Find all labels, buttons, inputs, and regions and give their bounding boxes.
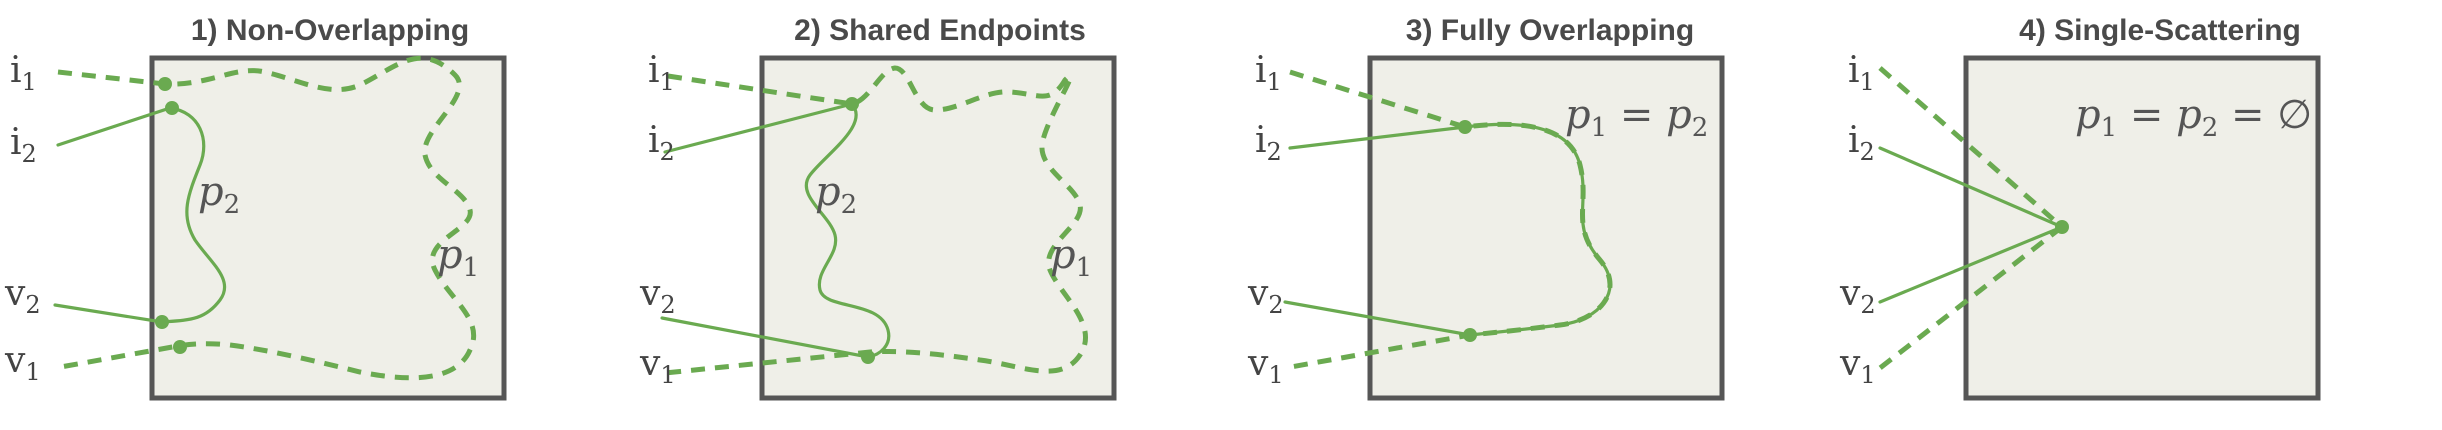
equation-p1-equals-p2-empty: p1 = p2 = ∅ [2075,92,2312,143]
panel-single-scattering: 4) Single-Scattering i1 i2 v2 v1 p1 = p2… [1839,14,2321,401]
equation-p1-equals-p2: p1 = p2 [1565,92,1708,143]
label-i2: i2 [648,120,675,166]
path-p2 [660,102,891,359]
label-v1: v1 [1839,343,1876,389]
label-i2: i2 [1255,120,1282,166]
vertex-v-shared [1463,328,1477,342]
path-p2 [1283,122,1612,337]
panel-non-overlapping: 1) Non-Overlapping i1 i2 v2 v1 p2 p1 [4,14,507,401]
vertex-i1 [158,77,172,91]
panel-title: 4) Single-Scattering [2019,14,2301,47]
label-i2: i2 [1848,120,1875,166]
label-v1: v1 [1247,343,1284,389]
panel-shared-endpoints: 2) Shared Endpoints i1 i2 v2 v1 p2 p1 [639,14,1117,401]
vertex-v1-v2-shared [861,350,875,364]
volume-box [1963,55,2321,401]
label-i1: i1 [648,50,675,96]
label-i1: i1 [1255,50,1282,96]
label-p2: p2 [198,169,240,220]
label-i1: i1 [10,50,37,96]
label-v2: v2 [4,273,41,319]
vertex-i2 [165,101,179,115]
path-p1 [54,55,477,381]
path-scatter-to-v2 [1878,225,2064,304]
label-i2: i2 [10,122,37,168]
volume-box [149,55,507,401]
label-v2: v2 [639,273,676,319]
vertex-v2 [155,315,169,329]
path-i1-to-scatter [1878,66,2064,229]
path-i2-to-scatter [1878,146,2064,229]
label-v2: v2 [1247,273,1284,319]
path-p1 [664,65,1088,376]
label-p1: p1 [1050,232,1092,283]
label-v2: v2 [1839,273,1876,319]
panel-fully-overlapping: 3) Fully Overlapping i1 i2 v2 v1 p1 = p2 [1247,14,1725,401]
vertex-v1 [173,340,187,354]
label-v1: v1 [639,343,676,389]
label-p2: p2 [815,169,857,220]
panel-title: 2) Shared Endpoints [794,14,1086,47]
panel-title: 3) Fully Overlapping [1406,14,1694,47]
vertex-i1-i2-shared [845,97,859,111]
label-v1: v1 [4,340,41,386]
label-i1: i1 [1848,50,1875,96]
path-p2 [53,106,227,324]
panel-title: 1) Non-Overlapping [191,14,469,47]
vertex-i-shared [1458,120,1472,134]
scatter-vertex [2055,220,2069,234]
label-p1: p1 [437,232,479,283]
